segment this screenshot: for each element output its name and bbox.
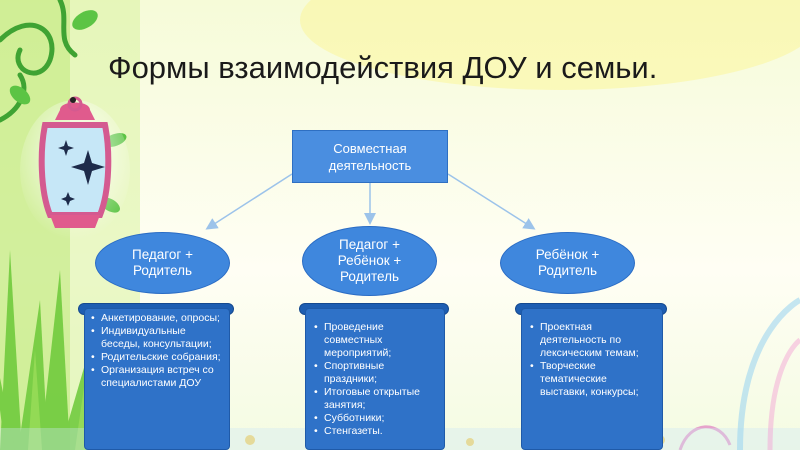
top-node-label: Совместная деятельность [293, 140, 447, 174]
list-item: Творческие тематические выставки, конкур… [530, 360, 656, 399]
list-item: Проведение совместных мероприятий; [314, 321, 438, 360]
arrow-to-node-3 [448, 174, 533, 228]
scroll-list-1: Анкетирование, опросы; Индивидуальные бе… [84, 308, 230, 450]
node-teacher-parent: Педагог + Родитель [95, 232, 230, 294]
list-item: Итоговые открытые занятия; [314, 386, 438, 412]
list-item: Родительские собрания; [91, 351, 223, 364]
list-item: Стенгазеты. [314, 425, 438, 438]
scroll-list-3: Проектная деятельность по лексическим те… [521, 308, 663, 450]
list-item: Проектная деятельность по лексическим те… [530, 321, 656, 360]
node-label: Педагог + Ребёнок + Родитель [338, 237, 402, 285]
node-teacher-child-parent: Педагог + Ребёнок + Родитель [302, 226, 437, 296]
page-title: Формы взаимодействия ДОУ и семьи. [108, 50, 657, 86]
node-child-parent: Ребёнок + Родитель [500, 232, 635, 294]
node-label: Педагог + Родитель [132, 247, 193, 279]
node-label: Ребёнок + Родитель [536, 247, 600, 279]
list-item: Индивидуальные беседы, консультации; [91, 325, 223, 351]
list-item: Спортивные праздники; [314, 360, 438, 386]
activity-list: Анкетирование, опросы; Индивидуальные бе… [91, 312, 223, 390]
activity-list: Проектная деятельность по лексическим те… [530, 321, 656, 399]
bullet-dot [70, 97, 76, 103]
top-node: Совместная деятельность [292, 130, 448, 183]
arrow-to-node-1 [208, 174, 292, 228]
list-item: Субботники; [314, 412, 438, 425]
list-item: Организация встреч со специалистами ДОУ [91, 364, 223, 390]
list-item: Анкетирование, опросы; [91, 312, 223, 325]
activity-list: Проведение совместных мероприятий; Спорт… [314, 321, 438, 438]
scroll-list-2: Проведение совместных мероприятий; Спорт… [305, 308, 445, 450]
